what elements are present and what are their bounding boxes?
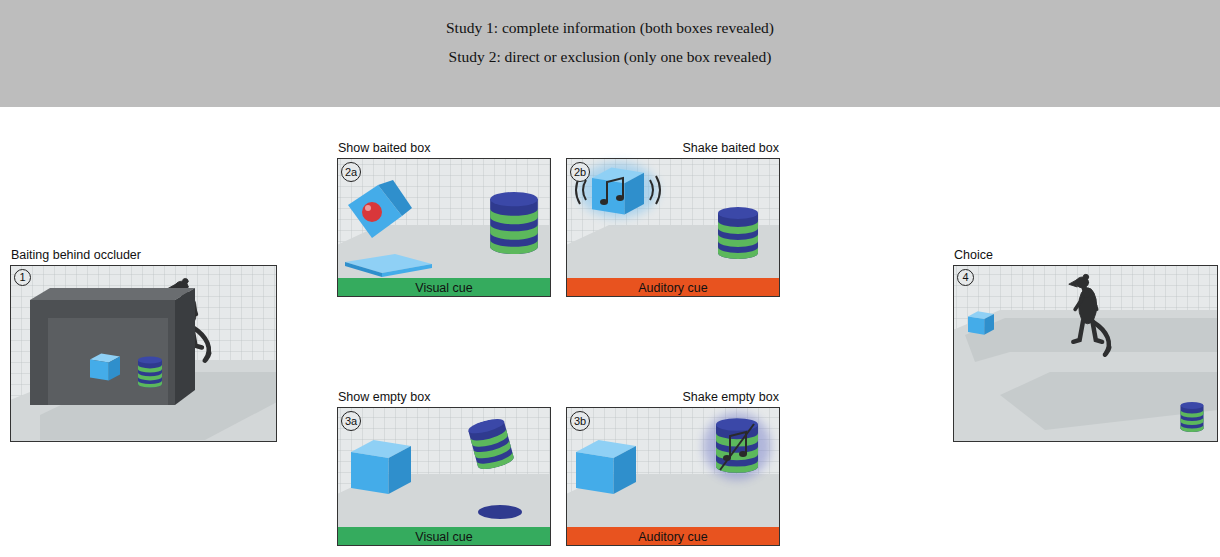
study-description: Study 2: direct or exclusion (only one b… (0, 42, 1220, 71)
cue-label: Auditory cue (638, 530, 707, 544)
step-number: 2a (341, 162, 361, 182)
header-band: Study 1: complete information (both boxe… (0, 0, 1220, 107)
panel-title: Show empty box (338, 390, 430, 405)
scene-panel: Baiting behind occluder1 (10, 265, 277, 442)
scene-panel: Shake empty box3bAuditory cue (566, 407, 780, 546)
step-number: 4 (957, 269, 974, 286)
cue-bar: Visual cue (338, 527, 550, 545)
cue-label: Visual cue (415, 530, 472, 544)
panel-title: Show baited box (338, 141, 430, 156)
step-number: 1 (14, 269, 31, 286)
scene-panel: Shake baited box2bAuditory cue (566, 158, 780, 297)
panel-title: Shake baited box (682, 141, 779, 156)
step-number: 3a (341, 411, 361, 431)
step-number: 2b (570, 162, 590, 182)
step-number: 3b (570, 411, 590, 431)
scene-panel: Show baited box2aVisual cue (337, 158, 551, 297)
panel-title: Choice (954, 248, 993, 263)
cue-label: Visual cue (415, 281, 472, 295)
scene-panel: Choice4 (953, 265, 1218, 442)
panel-title: Baiting behind occluder (11, 248, 141, 263)
study-description: Study 1: complete information (both boxe… (0, 13, 1220, 42)
panel-title: Shake empty box (682, 390, 779, 405)
cue-label: Auditory cue (638, 281, 707, 295)
cue-bar: Visual cue (338, 278, 550, 296)
scene-panel: Show empty box3aVisual cue (337, 407, 551, 546)
cue-bar: Auditory cue (567, 278, 779, 296)
cue-bar: Auditory cue (567, 527, 779, 545)
